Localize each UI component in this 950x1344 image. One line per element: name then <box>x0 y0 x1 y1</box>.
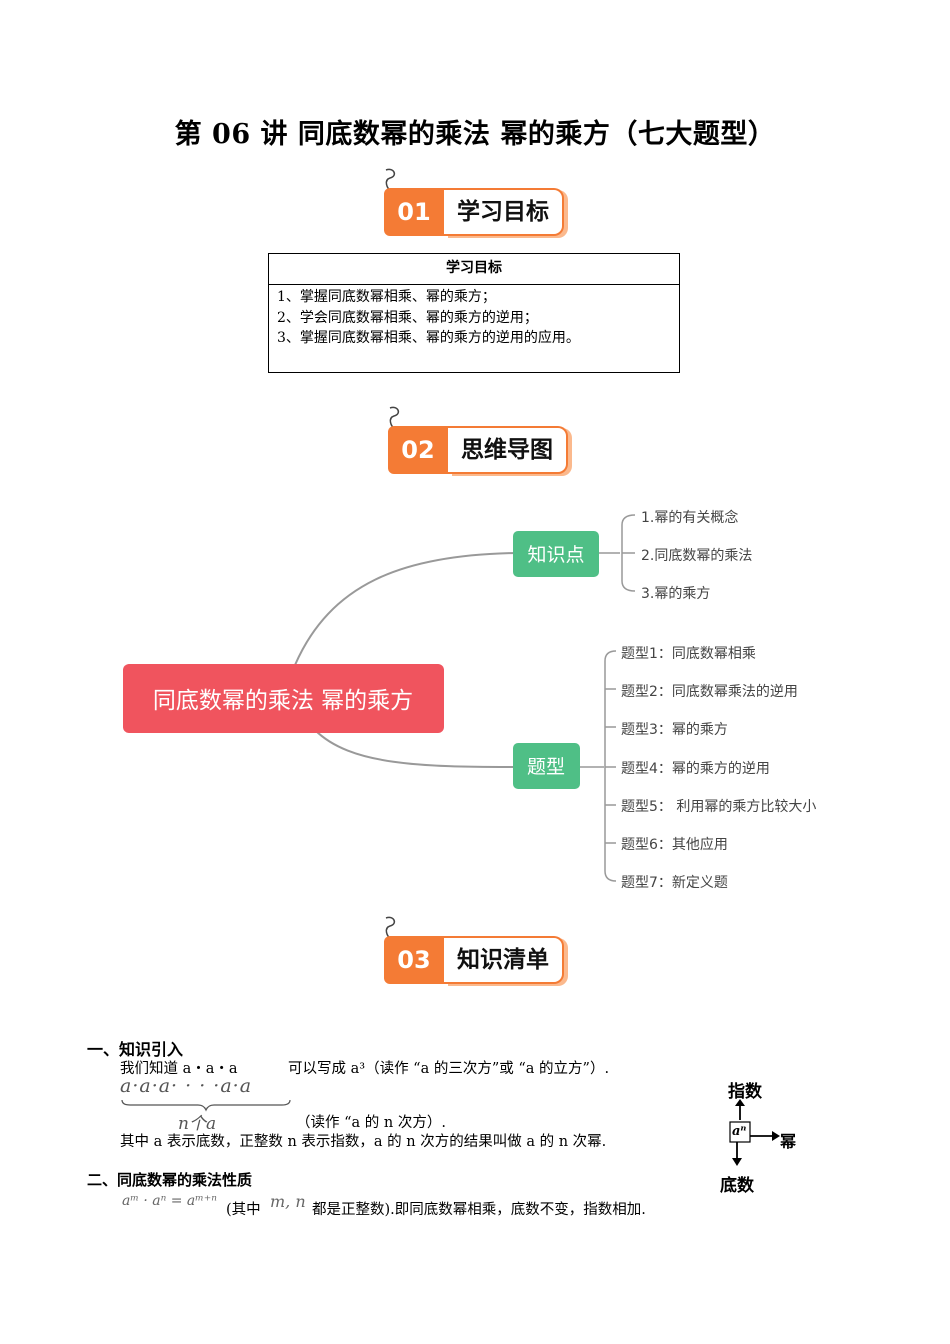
mindmap-leaf: 题型4：幂的乘方的逆用 <box>621 761 770 777</box>
section-badge-mindmap: 02 思维导图 <box>388 406 578 474</box>
section-badge-goals: 01 学习目标 <box>384 168 574 236</box>
multiplication-formula: aᵐ · aⁿ = aᵐ⁺ⁿ <box>122 1193 217 1209</box>
mindmap-leaf: 题型5： 利用幂的乘方比较大小 <box>621 799 817 815</box>
underbrace-icon <box>121 1099 291 1112</box>
badge-number: 02 <box>388 426 448 474</box>
mindmap-leaf: 题型7：新定义题 <box>621 875 728 891</box>
intro-text: 其中 a 表示底数，正整数 n 表示指数，a 的 n 次方的结果叫做 a 的 n… <box>120 1134 607 1150</box>
learning-goals-table: 学习目标 1、掌握同底数幂相乘、幂的乘方； 2、学会同底数幂相乘、幂的乘方的逆用… <box>268 253 680 373</box>
base-label: 底数 <box>720 1176 754 1196</box>
mindmap-leaf: 题型2：同底数幂乘法的逆用 <box>621 684 798 700</box>
section-badge-knowledge: 03 知识清单 <box>384 916 574 984</box>
rule-text: 都是正整数).即同底数幂相乘，底数不变，指数相加. <box>312 1202 646 1218</box>
count-label: n个a <box>178 1114 217 1134</box>
power-diagram <box>729 1099 780 1166</box>
mindmap-connector <box>314 729 516 768</box>
mindmap: 同底数幂的乘法 幂的乘方 知识点 题型 <box>123 514 636 882</box>
mindmap-leaf: 1.幂的有关概念 <box>641 510 739 526</box>
rule-variables: m, n <box>270 1192 306 1211</box>
badge-label: 学习目标 <box>444 188 564 236</box>
intro-text: 可以写成 a³（读作 “a 的三次方”或 “a 的立方”）. <box>288 1061 610 1077</box>
section-heading: 二、同底数幂的乘法性质 <box>87 1171 253 1189</box>
page-title: 第 06 讲 同底数幂的乘法 幂的乘方（七大题型） <box>174 119 776 150</box>
mindmap-leaf: 题型1：同底数幂相乘 <box>621 646 756 662</box>
mindmap-branch-node <box>513 743 580 789</box>
badge-label: 知识清单 <box>444 936 564 984</box>
clip-hook-icon <box>389 406 400 431</box>
section-heading: 一、知识引入 <box>87 1040 184 1059</box>
goal-item: 1、掌握同底数幂相乘、幂的乘方； <box>277 289 496 305</box>
intro-text: 我们知道 a・a・a <box>120 1061 238 1077</box>
goal-item: 3、掌握同底数幂相乘、幂的乘方的逆用的应用。 <box>277 330 580 346</box>
goals-header: 学习目标 <box>269 254 679 285</box>
mindmap-leaf: 3.幂的乘方 <box>641 586 711 602</box>
mindmap-leaf: 题型6：其他应用 <box>621 837 728 853</box>
clip-hook-icon <box>385 916 396 941</box>
mindmap-root-node <box>123 664 444 733</box>
badge-label: 思维导图 <box>448 426 568 474</box>
power-label: 幂 <box>780 1132 797 1151</box>
mindmap-root-label: 同底数幂的乘法 幂的乘方 <box>153 688 413 714</box>
clip-hook-icon <box>385 168 396 193</box>
product-expression: a·a·a· · · ·a·a <box>120 1075 253 1097</box>
mindmap-branch-label: 知识点 <box>527 544 584 566</box>
badge-number: 01 <box>384 188 444 236</box>
mindmap-leaf: 2.同底数幂的乘法 <box>641 548 753 564</box>
mindmap-branch-node <box>513 531 599 577</box>
badge-number: 03 <box>384 936 444 984</box>
rule-text: (其中 <box>226 1202 261 1218</box>
mindmap-connector <box>294 552 516 666</box>
exponent-label: 指数 <box>728 1082 762 1102</box>
power-box-label: aⁿ <box>732 1124 747 1139</box>
mindmap-leaf: 题型3：幂的乘方 <box>621 722 728 738</box>
mindmap-branch-label: 题型 <box>527 756 565 778</box>
goal-item: 2、学会同底数幂相乘、幂的乘方的逆用； <box>277 309 538 326</box>
intro-text: （读作 “a 的 n 次方）. <box>296 1115 446 1131</box>
mindmap-bracket <box>604 650 617 882</box>
